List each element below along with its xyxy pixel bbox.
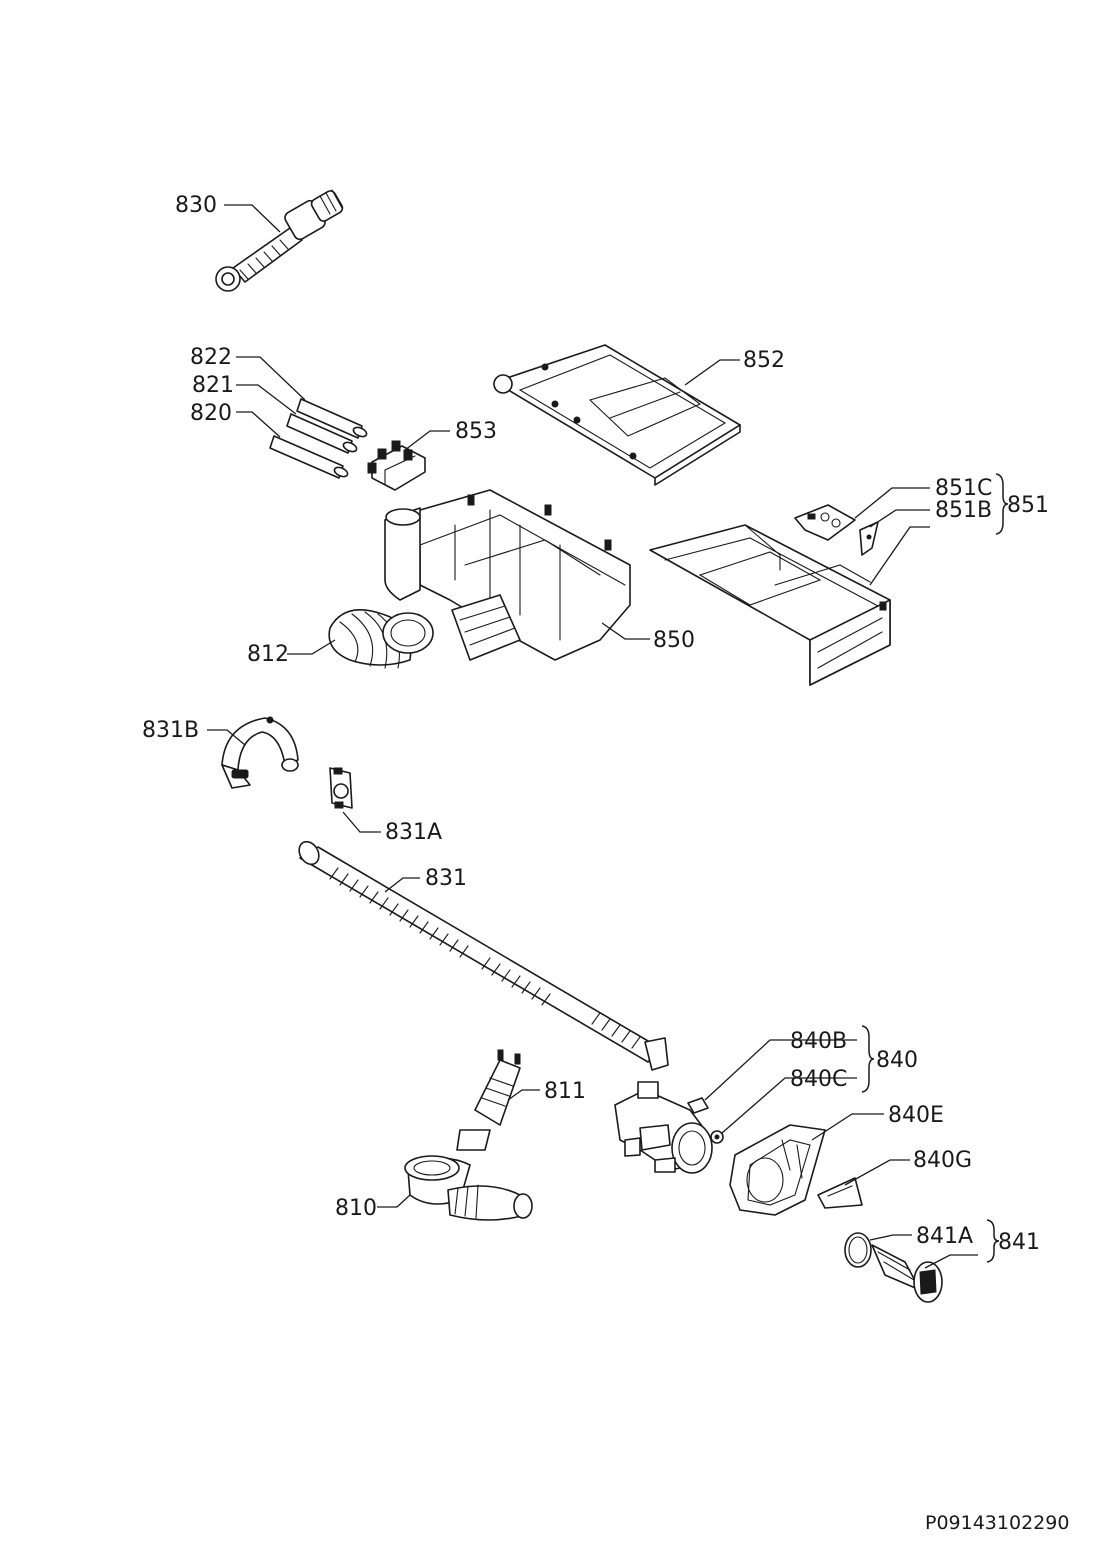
part-822-tube [296,398,368,439]
drawing-reference-code: P09143102290 [925,1512,1070,1534]
label-840: 840 [876,1048,918,1073]
group-braces [861,473,1009,1263]
part-852-dispenser-cover [493,344,741,486]
label-853: 853 [455,419,497,444]
part-840b-cap [687,1097,709,1114]
part-812-bellows-hose [328,608,434,669]
part-841-filter [871,1244,943,1303]
part-821-tube [286,413,358,454]
part-810-sump-hose [404,1155,533,1221]
label-812: 812 [247,642,289,667]
part-841a-ring [844,1232,872,1268]
label-831: 831 [425,866,467,891]
label-840e: 840E [888,1103,944,1128]
label-840b: 840B [790,1029,847,1054]
part-labels: 830 822 821 820 853 852 851C 851B 851 81… [142,193,1049,1255]
brace-840 [861,1025,875,1093]
part-831-drain-hose [298,840,669,1071]
part-830-inlet-hose [215,189,344,292]
part-851c-lid [794,504,856,541]
label-850: 850 [653,628,695,653]
label-831a: 831A [385,820,442,845]
part-853-valve [367,440,426,491]
part-850-dispenser-housing [384,489,631,661]
label-851b: 851B [935,498,992,523]
label-810: 810 [335,1196,377,1221]
label-851c: 851C [935,476,992,501]
label-820: 820 [190,401,232,426]
part-851b-spring [859,521,879,556]
brace-851 [995,473,1009,535]
label-851: 851 [1007,493,1049,518]
part-831a-clip [329,767,353,809]
part-820-tube [269,435,349,479]
label-852: 852 [743,348,785,373]
label-822: 822 [190,345,232,370]
label-841a: 841A [916,1224,973,1249]
part-840g-flap [817,1177,863,1209]
label-821: 821 [192,373,234,398]
leader-lines [207,204,978,1269]
label-840c: 840C [790,1067,847,1092]
part-811-hose [456,1049,521,1151]
part-840e-pump-cover [729,1124,826,1216]
label-831b: 831B [142,718,199,743]
part-831b-hose-guide [221,716,299,789]
label-840g: 840G [913,1148,972,1173]
label-811: 811 [544,1079,586,1104]
label-841: 841 [998,1230,1040,1255]
part-851-drawer [649,524,891,686]
label-830: 830 [175,193,217,218]
part-840-drain-pump [614,1081,713,1174]
brace-841 [986,1219,1000,1263]
part-840c-seal [710,1130,724,1144]
